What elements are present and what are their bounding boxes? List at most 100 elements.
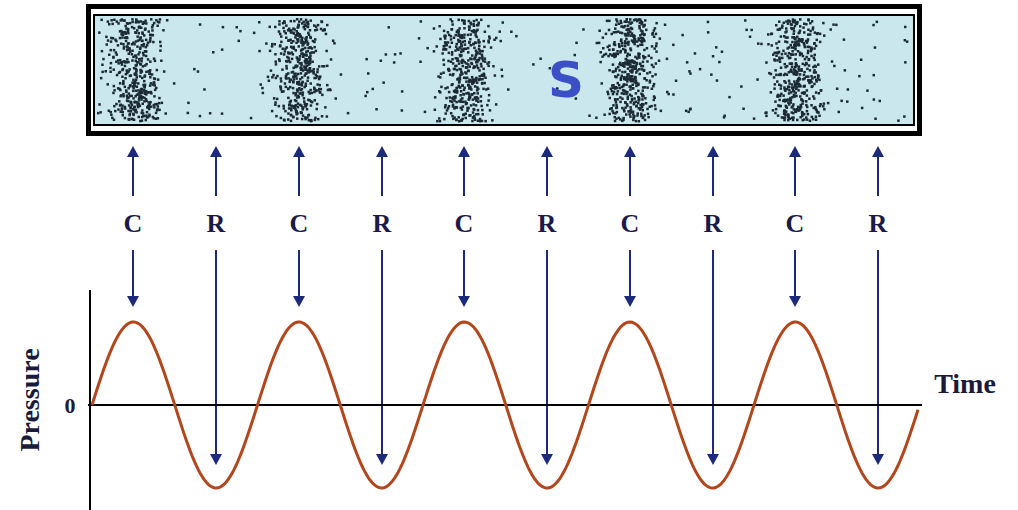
air-particle — [122, 95, 125, 98]
air-particle — [480, 19, 483, 22]
air-particle — [163, 70, 166, 73]
air-particle — [326, 115, 329, 118]
air-particle — [131, 18, 134, 21]
air-particle — [148, 115, 151, 118]
air-particle — [438, 25, 441, 28]
air-particle — [154, 89, 157, 92]
air-particle — [639, 104, 642, 107]
air-particle — [145, 119, 148, 122]
air-particle — [111, 23, 114, 26]
air-particle — [115, 40, 118, 43]
air-particle — [612, 112, 615, 115]
air-particle — [119, 95, 122, 98]
air-particle — [287, 52, 290, 55]
air-particle — [173, 82, 176, 85]
air-particle — [129, 22, 132, 25]
air-particle — [283, 119, 286, 122]
air-particle — [455, 106, 458, 109]
air-particle — [124, 86, 127, 89]
air-particle — [809, 120, 812, 123]
air-particle — [258, 21, 261, 24]
air-particle — [639, 63, 642, 66]
air-particle — [302, 107, 305, 110]
air-particle — [288, 104, 291, 107]
air-particle — [148, 104, 151, 107]
air-particle — [141, 119, 144, 122]
air-particle — [466, 110, 469, 113]
air-particle — [142, 115, 145, 118]
air-particle — [326, 84, 329, 87]
air-particle — [465, 80, 468, 83]
air-particle — [451, 42, 454, 45]
air-particle — [808, 59, 811, 62]
air-particle — [292, 71, 295, 74]
air-particle — [132, 56, 135, 59]
air-particle — [689, 108, 692, 111]
air-particle — [347, 112, 350, 115]
air-particle — [450, 112, 453, 115]
air-particle — [321, 115, 324, 118]
air-particle — [323, 28, 326, 31]
air-particle — [448, 69, 451, 72]
air-particles — [97, 18, 908, 123]
air-particle — [655, 50, 658, 53]
air-particle — [801, 111, 804, 114]
air-particle — [440, 73, 443, 76]
air-particle — [142, 65, 145, 68]
air-particle — [296, 89, 299, 92]
air-particle — [125, 91, 128, 94]
air-particle — [615, 107, 618, 110]
air-particle — [118, 72, 121, 75]
air-particle — [112, 56, 115, 59]
air-particle — [271, 43, 274, 46]
air-particle — [137, 106, 140, 109]
air-particle — [622, 64, 625, 67]
air-particle — [622, 89, 625, 92]
air-particle — [467, 107, 470, 110]
air-particle — [601, 82, 604, 85]
air-particle — [479, 75, 482, 78]
air-particle — [333, 42, 336, 45]
air-particle — [113, 68, 116, 71]
air-particle — [451, 84, 454, 87]
air-particle — [152, 41, 155, 44]
air-particle — [117, 22, 120, 25]
air-particle — [803, 85, 806, 88]
air-particle — [638, 18, 641, 21]
air-particle — [836, 88, 839, 91]
air-particle — [165, 112, 168, 115]
air-particle — [442, 59, 445, 62]
air-particle — [643, 24, 646, 27]
air-particle — [613, 41, 616, 44]
air-particle — [127, 118, 129, 121]
air-particle — [630, 95, 633, 98]
tube-frame — [86, 4, 922, 136]
air-particle — [475, 77, 478, 80]
air-particle — [449, 100, 452, 103]
air-particle — [260, 83, 263, 86]
air-particle — [681, 34, 684, 37]
air-particle — [445, 112, 448, 115]
air-particle — [114, 110, 117, 113]
air-particle — [309, 67, 312, 70]
air-particle — [128, 104, 130, 107]
air-particle — [457, 30, 460, 32]
air-particle — [476, 24, 479, 27]
air-particle — [287, 39, 290, 42]
air-particle — [618, 69, 621, 72]
air-particle — [222, 26, 225, 29]
air-particle — [807, 18, 810, 21]
air-particle — [474, 42, 477, 45]
air-particle — [660, 110, 663, 113]
air-particle — [298, 87, 301, 90]
air-particle — [110, 111, 113, 114]
air-particle — [193, 68, 196, 71]
air-particle — [463, 20, 466, 23]
air-particle — [618, 117, 621, 120]
air-particle — [467, 34, 470, 37]
air-particle — [121, 110, 124, 113]
air-particle — [465, 103, 468, 106]
air-particle — [280, 35, 283, 38]
air-particle — [313, 46, 316, 49]
air-particle — [616, 98, 619, 101]
